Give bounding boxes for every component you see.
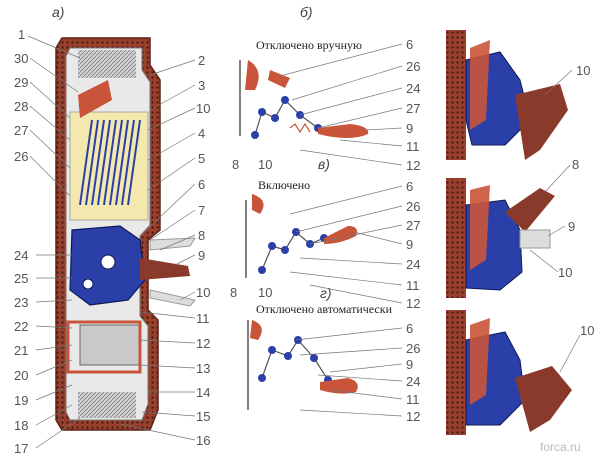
section-a-label: а): [52, 4, 65, 20]
label-v-3: 9: [406, 237, 414, 252]
detail-v: [446, 178, 555, 298]
leaders-v: [289, 185, 403, 304]
label-b-7: 8: [232, 157, 240, 172]
leaders-g: [295, 327, 403, 417]
label-b-0: 6: [406, 37, 414, 52]
caption-off-manual: Отключено вручную: [256, 38, 362, 52]
label-b-2: 24: [406, 81, 421, 96]
label-v-8: 10: [258, 285, 273, 300]
label-g-2: 9: [406, 357, 414, 372]
label-b-1: 26: [406, 59, 421, 74]
label-a-l13: 18: [14, 418, 29, 433]
section-g-label: г): [320, 285, 332, 301]
section-v-label: в): [318, 156, 330, 172]
schematic-g: [247, 320, 358, 410]
label-a-r10: 11: [196, 311, 210, 326]
label-a-l6: 24: [14, 248, 29, 263]
label-v-2: 27: [406, 218, 421, 233]
label-a-l1: 30: [14, 51, 29, 66]
label-v-6: 12: [406, 296, 421, 311]
label-b-6: 12: [406, 158, 421, 173]
label-v-right-1: 9: [568, 219, 576, 234]
label-a-r5: 6: [198, 177, 206, 192]
mechanism-a: [66, 225, 146, 374]
label-a-r7: 8: [198, 228, 206, 243]
label-b-8: 10: [258, 157, 273, 172]
watermark: forca.ru: [540, 440, 581, 454]
label-a-r3: 4: [198, 126, 206, 141]
caption-on: Включено: [258, 178, 311, 192]
label-g-1: 26: [406, 341, 421, 356]
label-a-l2: 29: [14, 75, 29, 90]
label-v-right-0: 8: [572, 157, 580, 172]
leaders-right: [529, 69, 581, 373]
label-b-3: 27: [406, 101, 421, 116]
label-a-r0: 2: [198, 53, 206, 68]
label-a-l9: 22: [14, 319, 29, 334]
label-v-7: 8: [230, 285, 238, 300]
detail-g: [446, 310, 572, 435]
detail-b: [446, 30, 568, 160]
label-a-r2: 10: [196, 101, 211, 116]
label-v-5: 11: [406, 278, 420, 293]
handle-a: [140, 237, 196, 307]
label-a-l10: 21: [14, 343, 29, 358]
label-v-0: 6: [406, 179, 414, 194]
label-a-l8: 23: [14, 295, 29, 310]
label-b-5: 11: [406, 139, 420, 154]
label-a-r15: 16: [196, 433, 211, 448]
label-g-4: 11: [406, 392, 420, 407]
label-g-5: 12: [406, 409, 421, 424]
schematic-v: [245, 194, 357, 278]
arc-chute: [69, 80, 149, 221]
section-b-label: б): [300, 4, 313, 20]
label-a-r6: 7: [198, 203, 206, 218]
label-a-l5: 26: [14, 149, 29, 164]
label-a-l0: 1: [18, 27, 26, 42]
label-a-r11: 12: [196, 336, 211, 351]
caption-off-auto: Отключено автоматически: [256, 302, 393, 316]
label-a-l14: 17: [14, 441, 29, 456]
label-v-1: 26: [406, 199, 421, 214]
leaders-a: [27, 35, 196, 449]
label-a-r13: 14: [196, 385, 211, 400]
label-v-right-2: 10: [558, 265, 573, 280]
label-a-r4: 5: [198, 151, 206, 166]
label-v-4: 24: [406, 257, 421, 272]
label-a-l4: 27: [14, 123, 29, 138]
label-a-l3: 28: [14, 99, 29, 114]
schematic-b: [239, 60, 369, 139]
leaders-b: [279, 43, 403, 166]
label-a-r14: 15: [196, 409, 211, 424]
label-a-r1: 3: [198, 78, 206, 93]
label-a-l7: 25: [14, 271, 29, 286]
label-g-right-0: 10: [580, 323, 595, 338]
label-a-r8: 9: [198, 248, 206, 263]
label-a-l12: 19: [14, 393, 29, 408]
label-b-right-0: 10: [576, 63, 591, 78]
label-b-4: 9: [406, 121, 414, 136]
label-g-3: 24: [406, 374, 421, 389]
label-a-l11: 20: [14, 368, 29, 383]
label-g-0: 6: [406, 321, 414, 336]
label-a-r9: 10: [196, 285, 211, 300]
label-a-r12: 13: [196, 361, 211, 376]
